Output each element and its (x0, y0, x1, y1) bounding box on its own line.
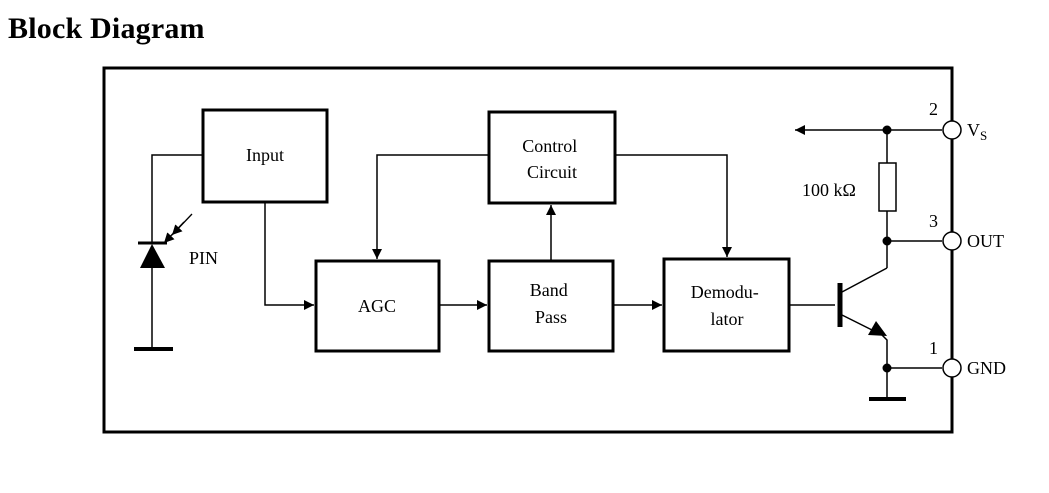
input-label: Input (246, 145, 284, 165)
control-label-line1: Control (522, 136, 577, 156)
pin2-name: V (967, 120, 980, 140)
svg-text:VS: VS (967, 120, 987, 143)
svg-text:AGC: AGC (358, 296, 396, 316)
agc-label: AGC (358, 296, 396, 316)
pin1-name: GND (967, 358, 1006, 378)
light-arrows-icon (163, 213, 193, 244)
pin2-subscript: S (980, 128, 987, 143)
resistor-label: 100 kΩ (802, 180, 856, 200)
band-pass-block (487, 259, 615, 353)
pin-gnd-terminal (942, 358, 962, 378)
pin-vs-terminal (942, 120, 962, 140)
demodulator-block (662, 257, 791, 353)
svg-text:Demodu- lator: Demodu- lator (691, 282, 763, 329)
pin-out-terminal (942, 231, 962, 251)
pin1-number: 1 (929, 338, 938, 358)
supply-junction-dot (882, 125, 892, 135)
svg-text:Control Circuit: Control Circuit (522, 136, 582, 182)
band-pass-label-line2: Pass (535, 307, 567, 327)
supply-wiring (795, 125, 942, 369)
output-transistor (837, 241, 906, 401)
svg-text:Band Pass: Band Pass (530, 280, 573, 327)
agc-block (314, 259, 441, 353)
svg-text:Input: Input (246, 145, 284, 165)
pin-terminals (942, 120, 962, 378)
demod-label-line2: lator (711, 309, 744, 329)
pin3-name: OUT (967, 231, 1004, 251)
resistor-symbol (878, 162, 897, 212)
band-pass-label-line1: Band (530, 280, 568, 300)
signal-wires (264, 154, 835, 310)
photodiode-symbol (134, 154, 203, 351)
control-label-line2: Circuit (527, 162, 577, 182)
output-junction-dot (882, 236, 892, 246)
pin2-number: 2 (929, 99, 938, 119)
input-block (201, 108, 329, 204)
pin-label: PIN (189, 248, 218, 268)
control-circuit-block (487, 110, 617, 205)
pin3-number: 3 (929, 211, 938, 231)
diagram-title: Block Diagram (8, 12, 205, 45)
demod-label-line1: Demodu- (691, 282, 759, 302)
